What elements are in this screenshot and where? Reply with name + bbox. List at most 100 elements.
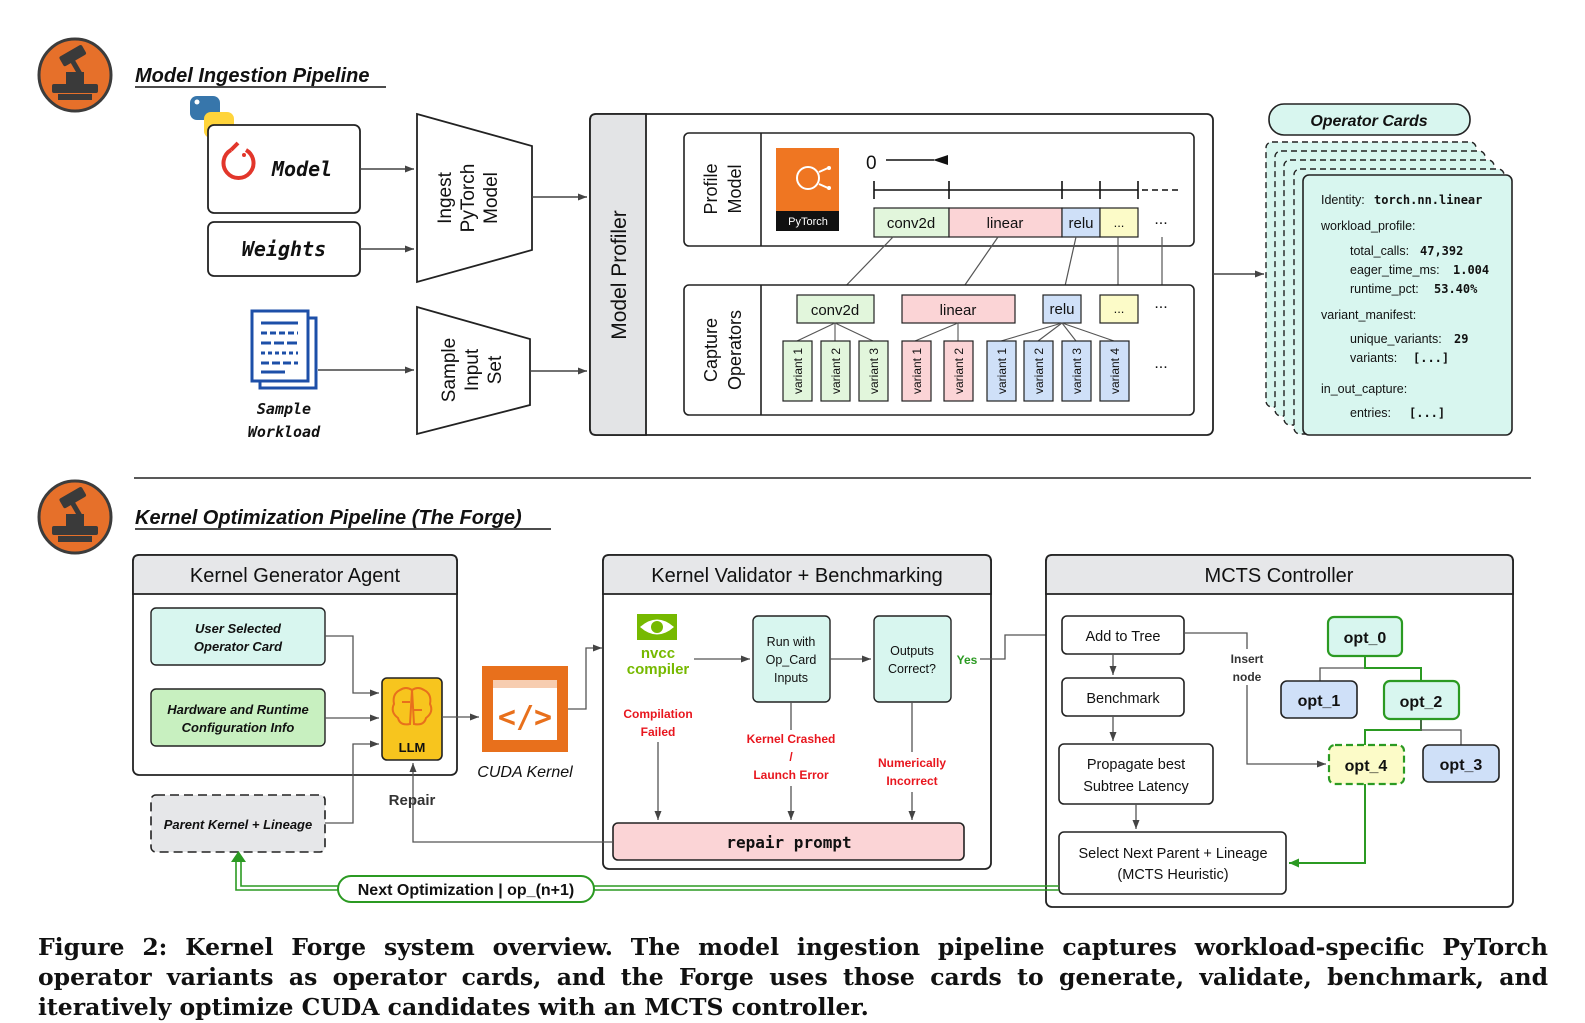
- llm-label: LLM: [399, 740, 426, 755]
- card-entries-value: [...]: [1409, 406, 1445, 420]
- benchmark-label: Benchmark: [1086, 691, 1160, 707]
- card-total-calls-value: 47,392: [1420, 244, 1463, 258]
- profile-label-1: Profile: [701, 163, 721, 214]
- tree-node-opt-1-label: opt_1: [1298, 693, 1341, 710]
- timeline-op-more-label: ...: [1114, 215, 1125, 230]
- nvidia-eye-icon: [637, 614, 677, 640]
- numerically-incorrect-1: Numerically: [878, 756, 946, 770]
- card-identity-key: Identity:: [1321, 193, 1365, 207]
- outputs-line-2: Correct?: [888, 662, 936, 676]
- variant-label: variant 2: [952, 348, 966, 394]
- card-capture-key: in_out_capture:: [1321, 382, 1407, 396]
- propagate-line-2: Subtree Latency: [1083, 779, 1189, 795]
- compilation-failed-2: Failed: [641, 725, 676, 739]
- run-line-3: Inputs: [774, 671, 808, 685]
- outputs-correct-box: [873, 615, 952, 703]
- workload-label-2: Workload: [248, 423, 321, 441]
- svg-text:entries:[...]: entries: [...]: [1350, 406, 1445, 420]
- next-optimization-pill: [337, 875, 595, 903]
- kernel-crashed-3: Launch Error: [753, 768, 829, 782]
- ingest-label-3: Model: [481, 172, 502, 224]
- capture-label-1: Capture: [701, 318, 721, 382]
- card-runtime-value: 53.40%: [1434, 282, 1478, 296]
- capture-op-linear-label: linear: [940, 302, 977, 319]
- tree-node-opt-4: [1327, 743, 1406, 786]
- kernel-crashed-1: Kernel Crashed: [747, 732, 836, 746]
- svg-text:variants:[...]: variants:[...]: [1350, 351, 1449, 365]
- variant-label: variant 1: [995, 348, 1009, 394]
- capture-ellipsis-top: ...: [1154, 295, 1167, 312]
- card-total-calls-key: total_calls:: [1350, 244, 1409, 258]
- sample-label-3: Set: [485, 355, 506, 384]
- svg-text:eager_time_ms:1.004: eager_time_ms: 1.004: [1350, 263, 1489, 277]
- hardware-line-1: Hardware and Runtime: [167, 702, 309, 717]
- operator-card-stack: [1265, 141, 1513, 436]
- capture-ellipsis-bottom: ...: [1154, 355, 1167, 372]
- benchmark-box: [1061, 677, 1185, 717]
- next-optimization-label: Next Optimization | op_(n+1): [358, 882, 575, 899]
- workload-label-1: Sample: [257, 400, 311, 418]
- capture-op-more-label: ...: [1114, 301, 1125, 316]
- ingest-pytorch-model-box: [416, 112, 533, 284]
- forge-logo-icon: [37, 479, 113, 555]
- card-manifest-key: variant_manifest:: [1321, 308, 1416, 322]
- model-profiler-label: Model Profiler: [608, 210, 631, 340]
- timeline-op-relu-label: relu: [1068, 215, 1093, 232]
- profile-label-2: Model: [725, 164, 745, 213]
- sample-label-1: Sample: [439, 338, 460, 402]
- card-eager-key: eager_time_ms:: [1350, 263, 1440, 277]
- kernel-generator-title: Kernel Generator Agent: [190, 565, 401, 587]
- timeline-op-more: [1099, 207, 1139, 238]
- variant-label: variant 4: [1108, 348, 1122, 394]
- card-runtime-key: runtime_pct:: [1350, 282, 1419, 296]
- card-unique-value: 29: [1454, 332, 1468, 346]
- parent-kernel-label: Parent Kernel + Lineage: [164, 817, 312, 832]
- svg-text:total_calls:47,392: total_calls: 47,392: [1350, 244, 1463, 258]
- tree-node-opt-2: [1382, 679, 1461, 721]
- document-icon: [250, 309, 318, 390]
- operator-card-line-1: User Selected: [195, 621, 282, 636]
- hardware-config-input: [150, 688, 326, 747]
- nvcc-label-1: nvcc: [641, 645, 675, 662]
- variant-label: variant 1: [910, 348, 924, 394]
- svg-text:</>: </>: [498, 700, 552, 735]
- operator-card-line-2: Operator Card: [194, 639, 283, 654]
- timeline-zero: 0: [866, 153, 877, 174]
- tree-node-opt-4-label: opt_4: [1345, 758, 1388, 775]
- capture-label-2: Operators: [725, 310, 745, 390]
- cuda-kernel-icon: </>: [482, 666, 568, 752]
- variant-box: [782, 340, 1130, 402]
- tree-node-opt-0: [1326, 615, 1404, 658]
- run-line-1: Run with: [767, 635, 816, 649]
- ingest-label-2: PyTorch: [458, 164, 479, 233]
- numerically-incorrect-2: Incorrect: [886, 774, 937, 788]
- compilation-failed-1: Compilation: [623, 707, 692, 721]
- figure-caption: Figure 2: Kernel Forge system overview. …: [38, 933, 1548, 1021]
- sample-input-set-box: [416, 305, 531, 436]
- card-variants-value: [...]: [1413, 351, 1449, 365]
- tree-node-opt-3-label: opt_3: [1440, 757, 1483, 774]
- propagate-box: [1058, 743, 1214, 805]
- add-to-tree-label: Add to Tree: [1086, 629, 1161, 645]
- card-entries-key: entries:: [1350, 406, 1391, 420]
- tree-node-opt-0-label: opt_0: [1344, 630, 1387, 647]
- timeline-op-linear: [948, 207, 1063, 238]
- timeline-op-conv2d-label: conv2d: [887, 215, 935, 232]
- svg-text:unique_variants:29: unique_variants:29: [1350, 332, 1468, 346]
- select-line-2: (MCTS Heuristic): [1117, 867, 1228, 883]
- hardware-line-2: Configuration Info: [182, 720, 295, 735]
- weights-label: Weights: [242, 237, 326, 261]
- kernel-crashed-2: /: [789, 750, 793, 764]
- model-label: Model: [271, 157, 332, 181]
- tree-node-opt-1: [1280, 680, 1358, 719]
- insert-node-1: Insert: [1231, 652, 1264, 666]
- kernel-validator-title: Kernel Validator + Benchmarking: [651, 565, 942, 587]
- capture-op-conv2d-label: conv2d: [811, 302, 859, 319]
- timeline-op-linear-label: linear: [987, 215, 1024, 232]
- outputs-line-1: Outputs: [890, 644, 934, 658]
- card-workload-key: workload_profile:: [1320, 219, 1416, 233]
- card-eager-value: 1.004: [1453, 263, 1489, 277]
- pytorch-profiler-icon: PyTorch: [776, 148, 839, 231]
- ingestion-title: Model Ingestion Pipeline: [135, 65, 369, 87]
